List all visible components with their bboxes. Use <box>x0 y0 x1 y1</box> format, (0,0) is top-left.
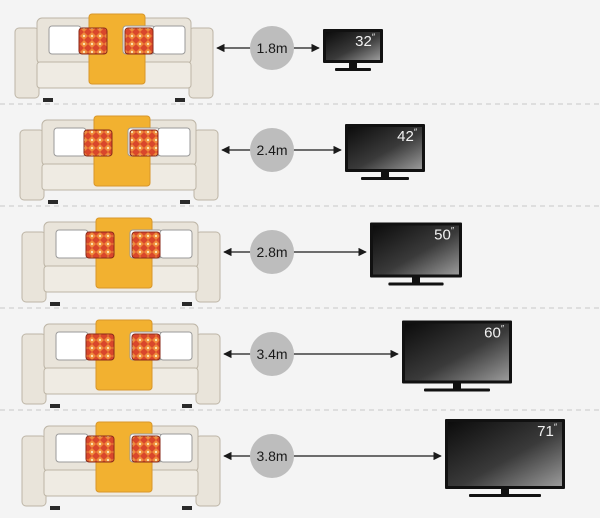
pillow-patterned <box>131 231 161 259</box>
pillow-white <box>55 229 89 259</box>
tv-stand-base <box>361 177 409 180</box>
sofa-arm-left <box>21 333 47 405</box>
distance-label: 1.8m <box>256 40 287 56</box>
tv-size-value: 50 <box>434 227 451 244</box>
sofa-arm-right <box>195 333 221 405</box>
tv-size-value: 42 <box>397 128 414 145</box>
sofa-leg <box>180 200 190 204</box>
pillow-patterned <box>131 333 161 361</box>
pillow-patterned <box>85 435 115 463</box>
sofa-arm-left <box>21 231 47 303</box>
tv-size-label: 71″ <box>537 422 558 440</box>
sofa-arm-right <box>195 231 221 303</box>
pillow-white <box>157 127 191 157</box>
pillow-white <box>55 433 89 463</box>
tv-stand-neck <box>501 489 509 494</box>
tv-screen <box>405 323 509 381</box>
pillow-patterned <box>83 129 113 157</box>
pillow-patterned <box>78 27 108 55</box>
sofa-leg <box>43 98 53 102</box>
distance-circle <box>250 128 294 172</box>
pillow-white <box>48 25 82 55</box>
row-1: 1.8m 32″ <box>0 13 600 105</box>
tv-stand-base <box>388 282 444 286</box>
tv-inch-mark: ″ <box>451 226 455 236</box>
pillow-white <box>159 229 193 259</box>
tv-inch-mark: ″ <box>501 324 505 334</box>
sofa-leg <box>50 506 60 510</box>
sofa-leg <box>182 506 192 510</box>
tv-size-label: 42″ <box>397 127 418 145</box>
tv-stand-neck <box>453 383 461 389</box>
sofa-leg <box>182 404 192 408</box>
row-5: 3.8m 71″ <box>21 419 565 510</box>
distance-circle <box>250 434 294 478</box>
sofa-arm-right <box>188 27 214 99</box>
sofa-leg <box>48 200 58 204</box>
sofa-arm-right <box>195 435 221 507</box>
sofa-arm-left <box>14 27 40 99</box>
distance-label: 3.4m <box>256 346 287 362</box>
tv-screen <box>448 422 562 486</box>
sofa-arm-left <box>21 435 47 507</box>
tv-size-value: 71 <box>537 423 554 440</box>
distance-circle <box>250 26 294 70</box>
pillow-white <box>152 25 186 55</box>
distance-label: 2.8m <box>256 244 287 260</box>
row-2: 2.4m 42″ <box>0 115 600 207</box>
sofa-arm-left <box>19 129 45 201</box>
distance-circle <box>250 332 294 376</box>
tv-stand-base <box>424 388 490 392</box>
tv-size-label: 60″ <box>484 324 505 342</box>
distance-circle <box>250 230 294 274</box>
pillow-patterned <box>131 435 161 463</box>
tv-stand-base <box>335 68 371 71</box>
sofa-leg <box>50 404 60 408</box>
tv-inch-mark: ″ <box>554 422 558 432</box>
sofa-leg <box>175 98 185 102</box>
sofa-leg <box>50 302 60 306</box>
pillow-white <box>55 331 89 361</box>
pillow-white <box>159 331 193 361</box>
pillow-white <box>53 127 87 157</box>
pillow-patterned <box>129 129 159 157</box>
tv-screen <box>348 127 422 169</box>
pillow-patterned <box>85 333 115 361</box>
tv-inch-mark: ″ <box>372 32 376 42</box>
tv-stand-base <box>469 494 541 497</box>
tv-stand-neck <box>349 63 357 68</box>
tv-size-label: 50″ <box>434 226 455 244</box>
tv-inch-mark: ″ <box>414 127 418 137</box>
row-3: 2.8m 50″ <box>0 217 600 309</box>
distance-label: 3.8m <box>256 448 287 464</box>
pillow-white <box>159 433 193 463</box>
distance-label: 2.4m <box>256 142 287 158</box>
pillow-patterned <box>85 231 115 259</box>
tv-size-value: 60 <box>484 325 501 342</box>
sofa-arm-right <box>193 129 219 201</box>
tv-stand-neck <box>381 172 389 177</box>
pillow-patterned <box>124 27 154 55</box>
tv-size-label: 32″ <box>355 32 376 50</box>
sofa-leg <box>182 302 192 306</box>
tv-size-value: 32 <box>355 33 372 50</box>
tv-stand-neck <box>412 277 420 283</box>
tv-screen <box>373 225 459 275</box>
row-4: 3.4m 60″ <box>0 319 600 411</box>
tv-screen <box>326 32 380 60</box>
